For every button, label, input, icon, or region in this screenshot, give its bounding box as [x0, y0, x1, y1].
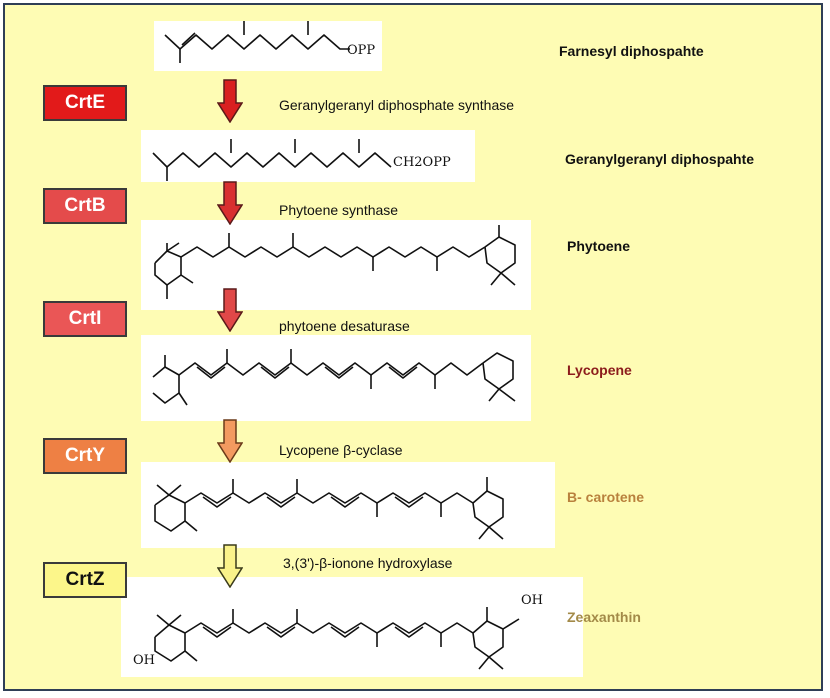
farnesyl-structure [164, 21, 350, 63]
arrow-down-icon [217, 79, 243, 123]
arrow-down-icon [217, 181, 243, 225]
compound-label-ggpp: Geranylgeranyl diphospahte [565, 151, 755, 167]
compound-label-carotene: Β- carotene [567, 489, 645, 505]
compound-label-zeaxanthin: Zeaxanthin [567, 609, 641, 625]
structure-panel-lycopene [141, 335, 531, 421]
enzyme-label-phytoene-desaturase: phytoene desaturase [279, 318, 410, 334]
opp-label: OPP [347, 43, 376, 58]
arrow-down-icon [217, 288, 243, 332]
ch2opp-label: CH2OPP [393, 155, 451, 170]
oh-right-label: OH [521, 593, 543, 608]
pathway-diagram: OPP CH2OPP OH OH CrtE CrtB CrtI CrtY Crt… [3, 3, 823, 691]
compound-label-phytoene: Phytoene [567, 238, 631, 254]
enzyme-label-ggpp-synthase: Geranylgeranyl diphosphate synthase [279, 97, 515, 113]
oh-left-label: OH [133, 653, 155, 668]
molecular-structures [152, 21, 520, 670]
arrow-down-icon [217, 544, 243, 588]
ggpp-structure [152, 139, 392, 181]
enzyme-label-ionone-hydroxylase: 3,(3')-β-ionone hydroxylase [283, 555, 453, 571]
arrow-down-icon [217, 419, 243, 463]
zeaxanthin-structure [154, 607, 520, 670]
gene-box-crty: CrtY [43, 438, 127, 474]
structure-panel-farnesyl [154, 21, 382, 71]
structure-panel-phytoene [141, 220, 531, 310]
enzyme-label-phytoene-synthase: Phytoene synthase [279, 202, 399, 218]
lycopene-structure [152, 349, 516, 406]
enzyme-label-lycopene-cyclase: Lycopene β-cyclase [279, 442, 403, 458]
carotene-structure [154, 477, 504, 540]
gene-box-crtb: CrtB [43, 188, 127, 224]
gene-box-crtz: CrtZ [43, 562, 127, 598]
compound-label-farnesyl: Farnesyl diphospahte [559, 43, 704, 59]
compound-label-lycopene: Lycopene [567, 362, 632, 378]
phytoene-structure [154, 225, 516, 299]
gene-box-crte: CrtE [43, 85, 127, 121]
gene-box-crti: CrtI [43, 301, 127, 337]
